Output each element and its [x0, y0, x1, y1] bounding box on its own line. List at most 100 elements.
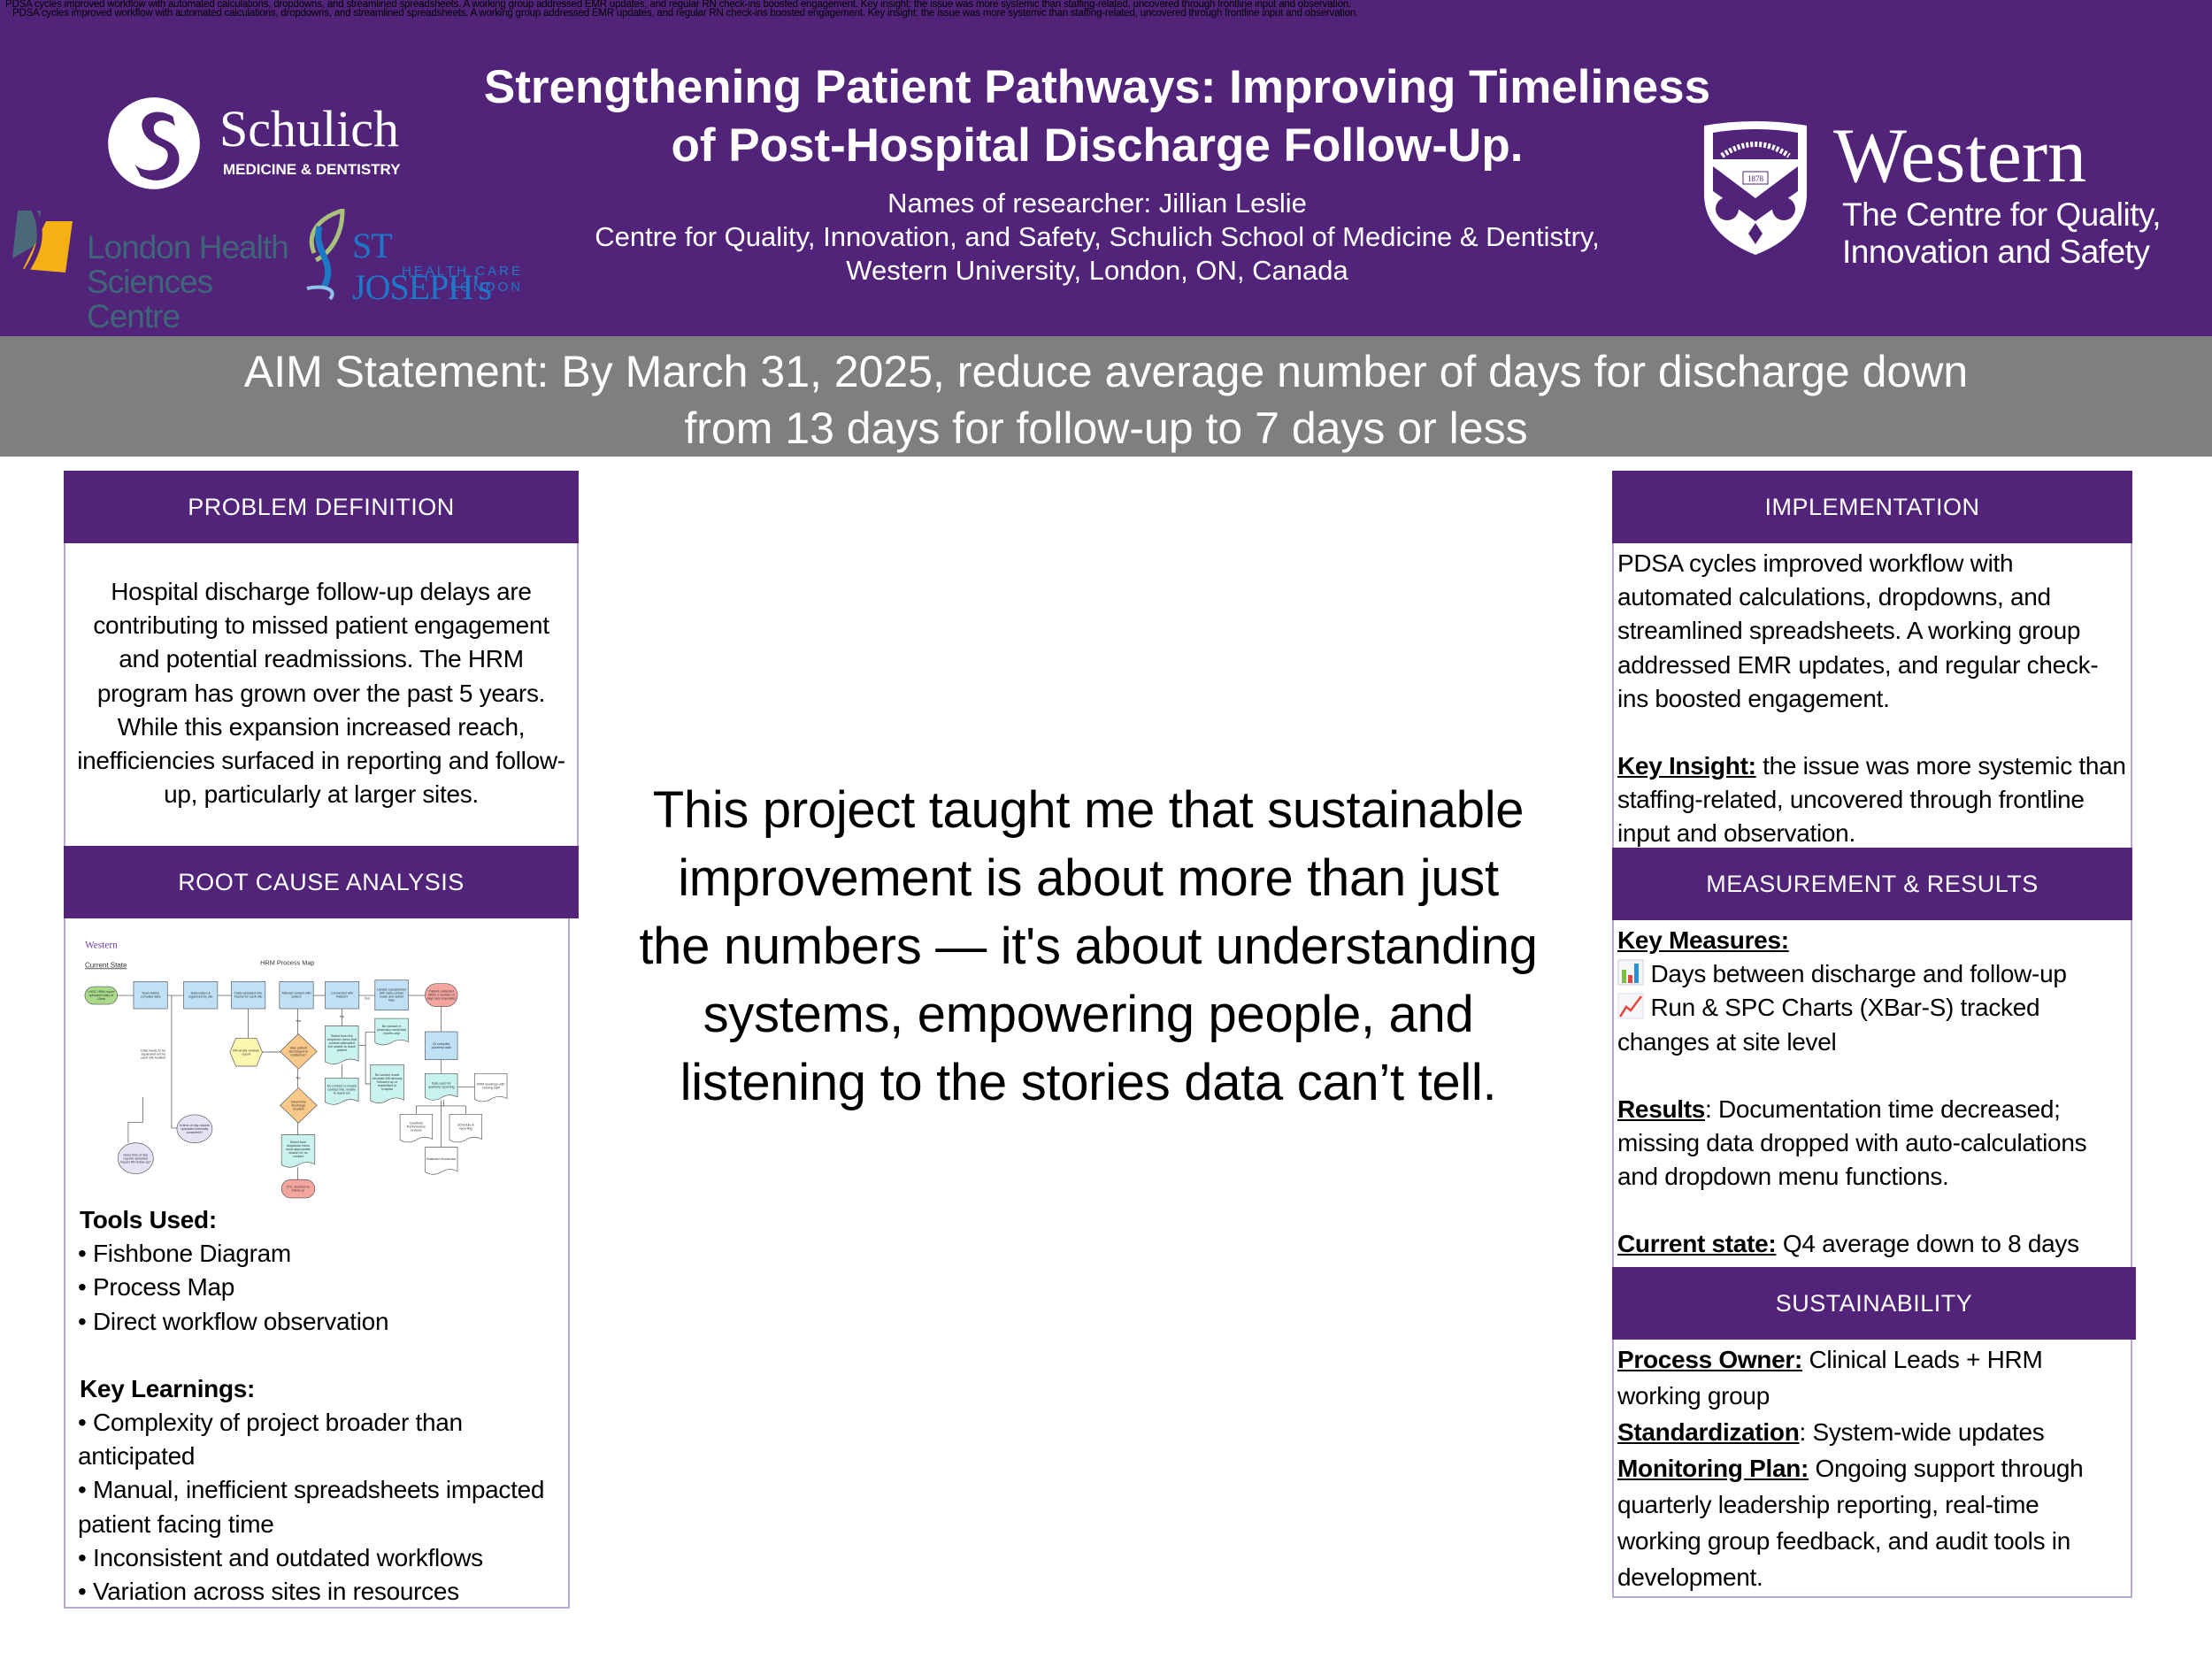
process-map-node-shape [425, 1072, 458, 1101]
learnings-heading: Key Learnings: [80, 1374, 256, 1402]
process-map-node-label: Select from the dropdown menu that conta… [326, 1034, 357, 1053]
process-map-node-shape [425, 983, 458, 1008]
bullet-text: Fishbone Diagram [92, 1240, 291, 1268]
right-panel [1612, 471, 2132, 1598]
schulich-sub: MEDICINE & DENTISTRY [223, 161, 401, 178]
bar-chart-icon [1617, 959, 1644, 986]
process-map-node-label: No contact re invalid contact info, unab… [326, 1084, 357, 1095]
western-sub: Innovation and Safety [1842, 234, 2150, 270]
sustainability-heading: SUSTAINABILITY [1612, 1267, 2136, 1340]
standardization-label: Standardization [1617, 1418, 1800, 1446]
process-map-node-shape [374, 979, 409, 1011]
process-map-edge-label: Yes [296, 1018, 302, 1023]
process-map-node-shape [374, 1018, 409, 1046]
process-owner-label: Process Owner: [1617, 1346, 1802, 1373]
key-insight-label: Key Insight: [1617, 752, 1756, 780]
root-cause-panel [64, 917, 570, 1609]
key-measures-label: Key Measures: [1617, 926, 1789, 954]
process-map-node-label: Determine discharge location [290, 1100, 306, 1111]
affiliation: Centre for Quality, Innovation, and Safe… [595, 221, 1600, 252]
title-line: Strengthening Patient Pathways: Improvin… [483, 61, 1711, 113]
bullet-item: • Complexity of project broader than ant… [78, 1406, 573, 1473]
monitoring-text: Ongoing support through quarterly leader… [1617, 1455, 2084, 1591]
implementation-text: PDSA cycles improved workflow with autom… [1617, 549, 2099, 712]
process-map-node-label: Patient contacted within x number of day… [426, 989, 457, 1001]
root-cause-text: Tools Used: • Fishbone Diagram • Process … [78, 1203, 573, 1609]
process-map-connector [171, 995, 177, 1129]
bullet-icon: • [78, 1578, 93, 1606]
lhsc-icon [12, 209, 73, 273]
measure-item: Run & SPC Charts (XBar-S) tracked change… [1617, 991, 2129, 1058]
overflow-note: PDSA cycles improved workflow with autom… [5, 0, 1358, 19]
bullet-text: Inconsistent and outdated workflows [92, 1543, 483, 1571]
process-map-edge-label: No [340, 1014, 345, 1018]
bullet-icon: • [78, 1543, 93, 1571]
problem-heading: PROBLEM DEFINITION [64, 471, 579, 543]
header-banner [0, 0, 2212, 336]
current-state-text: Q4 average down to 8 days [1776, 1230, 2079, 1258]
lhsc-logo: London Health Sciences Centre [11, 209, 294, 334]
sustainability-body: Process Owner: Clinical Leads + HRM work… [1617, 1341, 2129, 1595]
process-map-subtitle: Current State [85, 961, 127, 969]
process-map-node-label: Data uploaded into Teams for each site [234, 991, 263, 999]
stjoseph-sub: HEALTH CARE [402, 264, 523, 279]
stjoseph-leaf-icon [306, 209, 345, 301]
schulich-s-icon [108, 97, 200, 189]
problem-body: Hospital discharge follow-up delays are … [77, 578, 565, 809]
process-map-edge-label: No [296, 1075, 302, 1079]
process-map-node-label: HRM meetings with nursing staff [476, 1082, 505, 1090]
bullet-icon: • [78, 1307, 93, 1335]
implementation-body: PDSA cycles improved workflow with autom… [1617, 547, 2129, 851]
process-map-node-label: No contact made because MD already follo… [372, 1072, 403, 1091]
process-map-node-label: Data used for quarterly reporting [427, 1081, 455, 1089]
process-map-node-shape [183, 981, 219, 1010]
process-map-node-label: Balanced Scorecard [426, 1156, 457, 1161]
bullet-item: • Inconsistent and outdated workflows [78, 1541, 573, 1575]
bullet-item: • Manual, inefficient spreadsheets impac… [78, 1473, 573, 1540]
process-map-node-shape [176, 1114, 213, 1143]
tools-heading: Tools Used: [80, 1206, 217, 1233]
process-map-node-label: Quarterly Performance reviews [406, 1121, 426, 1133]
western-crest-icon: 1878 [1704, 121, 1807, 255]
researcher-names: Names of researcher: Jillian Leslie [887, 188, 1307, 219]
lhsc-name: London Health Sciences Centre [87, 230, 294, 334]
lhsc-line: Sciences Centre [87, 264, 213, 334]
bullet-text: Process Map [92, 1273, 235, 1302]
implementation-heading: IMPLEMENTATION [1612, 471, 2132, 543]
bullet-icon: • [78, 1476, 93, 1504]
root-cause-heading: ROOT CAUSE ANALYSIS [64, 846, 579, 918]
process-map-connector [443, 1105, 466, 1115]
western-sub: The Centre for Quality, [1842, 196, 2162, 233]
process-map-connector [416, 1100, 444, 1115]
process-map-node-shape [279, 981, 314, 1010]
title-line: of Post-Hospital Discharge Follow-Up. [671, 119, 1524, 172]
process-map-node-shape [280, 1179, 316, 1199]
poster-title: Strengthening Patient Pathways: Improvin… [442, 58, 1752, 175]
process-map-node-shape [325, 981, 360, 1010]
process-map-connector [127, 1096, 143, 1143]
process-map-connector [358, 1032, 375, 1047]
measure-text: Days between discharge and follow-up [1644, 960, 2067, 988]
process-map-node-shape [84, 986, 118, 1005]
results-text: : Documentation time decreased; missing … [1617, 1094, 2087, 1191]
process-map-node-label: Select from dropdown menu most appropria… [286, 1140, 311, 1158]
process-map-node-shape [425, 1147, 458, 1175]
learnings-list: • Complexity of project broader than ant… [78, 1406, 573, 1609]
process-map-edge-label: Yes [365, 995, 371, 1000]
crest-year: 1878 [1747, 174, 1764, 183]
bullet-item: • Process Map [78, 1271, 573, 1304]
process-map-notes: Data needs to be separated out by each s… [137, 1010, 170, 1099]
process-map-node-shape [280, 1134, 316, 1168]
process-map-node-label: Is time of day reports uploaded internal… [179, 1123, 211, 1134]
process-map-node-label: Connected with Patient? [330, 991, 354, 999]
process-map-node-shape [280, 1087, 318, 1124]
current-state-label: Current state: [1617, 1230, 1777, 1258]
process-map-node-label: Does time of day reports uploaded impact… [119, 1153, 151, 1164]
process-map-node-label: Update spreadsheet with data contact mad… [377, 987, 407, 1002]
monitoring-label: Monitoring Plan: [1617, 1455, 1809, 1482]
bullet-item: • Direct workflow observation [78, 1305, 573, 1339]
process-map-node-shape [133, 981, 168, 1010]
process-map-node-label: Schedule A reporting [457, 1123, 474, 1131]
line-chart-icon [1617, 993, 1644, 1019]
stjoseph-logo: ST JOSEPH's HEALTH CARE LONDON [303, 209, 534, 307]
